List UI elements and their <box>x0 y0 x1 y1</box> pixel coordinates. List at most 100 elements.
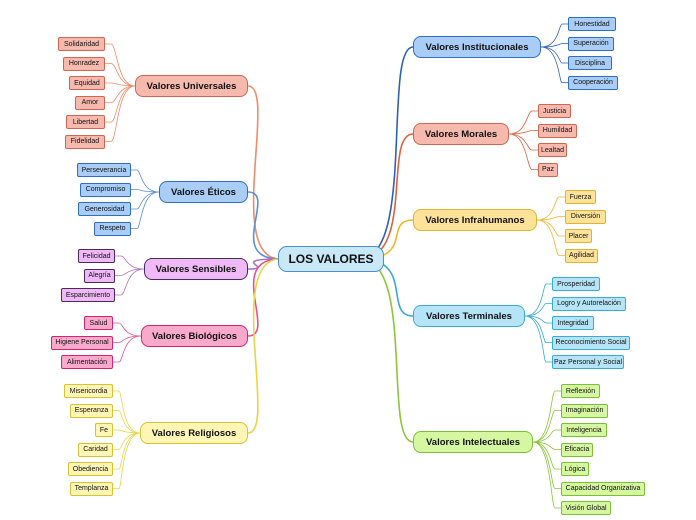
leaf-connector-religiosos <box>112 410 141 434</box>
topic-biologicos[interactable]: Valores Biológicos <box>141 325 248 347</box>
subtopic-generosidad[interactable]: Generosidad <box>78 202 131 216</box>
leaf-connector-sensibles <box>114 255 145 270</box>
subtopic-imaginacion[interactable]: Imaginación <box>561 403 608 418</box>
subtopic-eficacia[interactable]: Eficacia <box>561 442 593 457</box>
subtopic-capacidad-organizativa[interactable]: Capacidad Organizativa <box>561 481 645 496</box>
leaf-connector-morales <box>508 133 539 170</box>
subtopic-solidaridad[interactable]: Solidaridad <box>58 37 105 51</box>
branch-connector-eticos <box>247 191 281 260</box>
leaf-connector-universales <box>104 85 136 103</box>
leaf-connector-intelectuales <box>532 441 562 489</box>
subtopic-logro-y-autorelacion[interactable]: Logro y Autorelación <box>552 296 626 311</box>
subtopic-reconocimiento-social[interactable]: Reconocimiento Social <box>552 335 630 350</box>
subtopic-prosperidad[interactable]: Prosperidad <box>552 277 600 291</box>
subtopic-disciplina[interactable]: Disciplina <box>568 56 612 70</box>
topic-universales[interactable]: Valores Universales <box>135 75 248 97</box>
leaf-connector-infrahumanos <box>536 219 566 237</box>
subtopic-placer[interactable]: Placer <box>565 229 592 243</box>
leaf-connector-terminales <box>524 283 553 317</box>
central-topic[interactable]: LOS VALORES <box>278 246 384 272</box>
leaf-connector-religiosos <box>112 432 141 489</box>
leaf-connector-religiosos <box>112 429 141 434</box>
subtopic-fe[interactable]: Fe <box>95 423 113 437</box>
subtopic-reflexion[interactable]: Reflexión <box>561 384 600 398</box>
leaf-connector-infrahumanos <box>536 216 566 221</box>
subtopic-logica[interactable]: Lógica <box>561 462 589 476</box>
topic-religiosos[interactable]: Valores Religiosos <box>140 422 248 444</box>
subtopic-justicia[interactable]: Justicia <box>538 104 571 118</box>
leaf-connector-institucionales <box>540 23 569 48</box>
leaf-connector-intelectuales <box>532 441 562 450</box>
subtopic-integridad[interactable]: Integridad <box>552 316 594 330</box>
subtopic-fidelidad[interactable]: Fidelidad <box>65 134 105 149</box>
subtopic-compromiso[interactable]: Compromiso <box>80 182 131 197</box>
subtopic-honestidad[interactable]: Honestidad <box>568 17 616 31</box>
leaf-connector-universales <box>104 82 136 87</box>
topic-institucionales[interactable]: Valores Institucionales <box>413 36 541 58</box>
subtopic-vision-global[interactable]: Visión Global <box>561 501 611 515</box>
leaf-connector-biologicos <box>112 335 142 363</box>
subtopic-perseverancia[interactable]: Perseverancia <box>77 163 131 177</box>
subtopic-higiene-personal[interactable]: Higiene Personal <box>51 335 113 350</box>
leaf-connector-institucionales <box>540 46 569 83</box>
leaf-connector-intelectuales <box>532 410 562 443</box>
topic-intelectuales[interactable]: Valores Intelectuales <box>413 431 533 453</box>
subtopic-paz[interactable]: Paz <box>538 162 558 177</box>
subtopic-amor[interactable]: Amor <box>75 95 105 110</box>
subtopic-alegria[interactable]: Alegría <box>84 268 115 283</box>
subtopic-esperanza[interactable]: Esperanza <box>70 403 113 418</box>
leaf-connector-morales <box>508 110 539 135</box>
leaf-connector-universales <box>104 85 136 142</box>
leaf-connector-intelectuales <box>532 390 562 443</box>
subtopic-esparcimiento[interactable]: Esparcimiento <box>61 288 115 302</box>
leaf-connector-biologicos <box>112 335 142 343</box>
leaf-connector-universales <box>104 63 136 87</box>
leaf-connector-eticos <box>130 191 160 229</box>
branch-connector-sensibles <box>247 258 281 270</box>
leaf-connector-terminales <box>524 315 553 324</box>
leaf-connector-sensibles <box>114 268 145 276</box>
subtopic-superacion[interactable]: Superación <box>568 36 614 51</box>
topic-infrahumanos[interactable]: Valores Infrahumanos <box>413 209 537 231</box>
leaf-connector-sensibles <box>114 268 145 296</box>
leaf-connector-institucionales <box>540 43 569 48</box>
subtopic-equidad[interactable]: Equidad <box>69 76 105 90</box>
subtopic-obediencia[interactable]: Obediencia <box>68 462 113 476</box>
topic-sensibles[interactable]: Valores Sensibles <box>144 258 248 280</box>
leaf-connector-biologicos <box>112 322 142 337</box>
leaf-connector-eticos <box>130 189 160 193</box>
leaf-connector-terminales <box>524 303 553 317</box>
subtopic-caridad[interactable]: Caridad <box>78 442 113 457</box>
subtopic-templanza[interactable]: Templanza <box>70 481 113 496</box>
subtopic-inteligencia[interactable]: Inteligencia <box>561 423 607 437</box>
subtopic-misericordia[interactable]: Misericordia <box>64 384 113 398</box>
leaf-connector-religiosos <box>112 432 141 450</box>
leaf-connector-intelectuales <box>532 429 562 443</box>
leaf-connector-eticos <box>130 169 160 193</box>
leaf-connector-infrahumanos <box>536 196 566 221</box>
subtopic-felicidad[interactable]: Felicidad <box>78 249 115 263</box>
subtopic-humildad[interactable]: Humildad <box>538 123 577 138</box>
subtopic-agilidad[interactable]: Agilidad <box>565 248 598 263</box>
topic-eticos[interactable]: Valores Éticos <box>159 181 248 203</box>
subtopic-honradez[interactable]: Honradez <box>63 56 105 71</box>
subtopic-fuerza[interactable]: Fuerza <box>565 190 596 204</box>
leaf-connector-religiosos <box>112 390 141 434</box>
subtopic-diversion[interactable]: Diversión <box>565 209 606 224</box>
subtopic-salud[interactable]: Salud <box>84 316 113 330</box>
leaf-connector-intelectuales <box>532 441 562 509</box>
subtopic-cooperacion[interactable]: Cooperación <box>568 75 618 90</box>
subtopic-libertad[interactable]: Libertad <box>66 115 105 129</box>
subtopic-respeto[interactable]: Respeto <box>94 221 131 236</box>
topic-terminales[interactable]: Valores Terminales <box>413 305 525 327</box>
leaf-connector-terminales <box>524 315 553 363</box>
subtopic-alimentacion[interactable]: Alimentación <box>61 355 113 369</box>
leaf-connector-infrahumanos <box>536 219 566 256</box>
subtopic-paz-personal-y-social[interactable]: Paz Personal y Social <box>552 355 624 369</box>
branch-connector-religiosos <box>247 258 281 434</box>
leaf-connector-eticos <box>130 191 160 210</box>
subtopic-lealtad[interactable]: Lealtad <box>538 143 567 157</box>
branch-connector-universales <box>247 85 281 260</box>
topic-morales[interactable]: Valores Morales <box>413 123 509 145</box>
